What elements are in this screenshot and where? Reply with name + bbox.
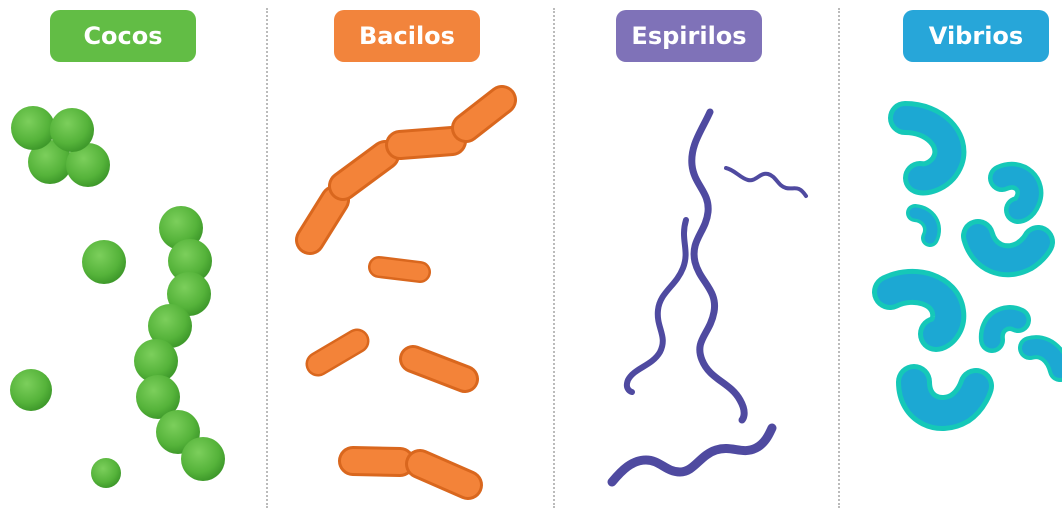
bacilos-group bbox=[310, 100, 502, 485]
vibrio bbox=[905, 118, 949, 178]
bacillus-pair bbox=[353, 461, 468, 485]
coccus-chain bbox=[134, 206, 225, 481]
spirillum-medium bbox=[627, 220, 686, 392]
bacillus-single bbox=[318, 341, 357, 364]
vibrio bbox=[890, 287, 948, 334]
spirillum-small bbox=[726, 168, 806, 196]
coccus-cluster bbox=[11, 106, 110, 187]
cocos-group bbox=[10, 106, 225, 488]
bacillus-chain bbox=[310, 100, 502, 240]
coccus-single bbox=[91, 458, 121, 488]
spirillum-bottom bbox=[612, 428, 772, 482]
coccus-single bbox=[82, 240, 126, 284]
espirilos-group bbox=[612, 112, 806, 482]
spirillum-long bbox=[692, 112, 744, 420]
coccus-single bbox=[10, 369, 52, 411]
vibrios-group bbox=[890, 118, 1060, 413]
bacillus-single bbox=[379, 267, 420, 272]
